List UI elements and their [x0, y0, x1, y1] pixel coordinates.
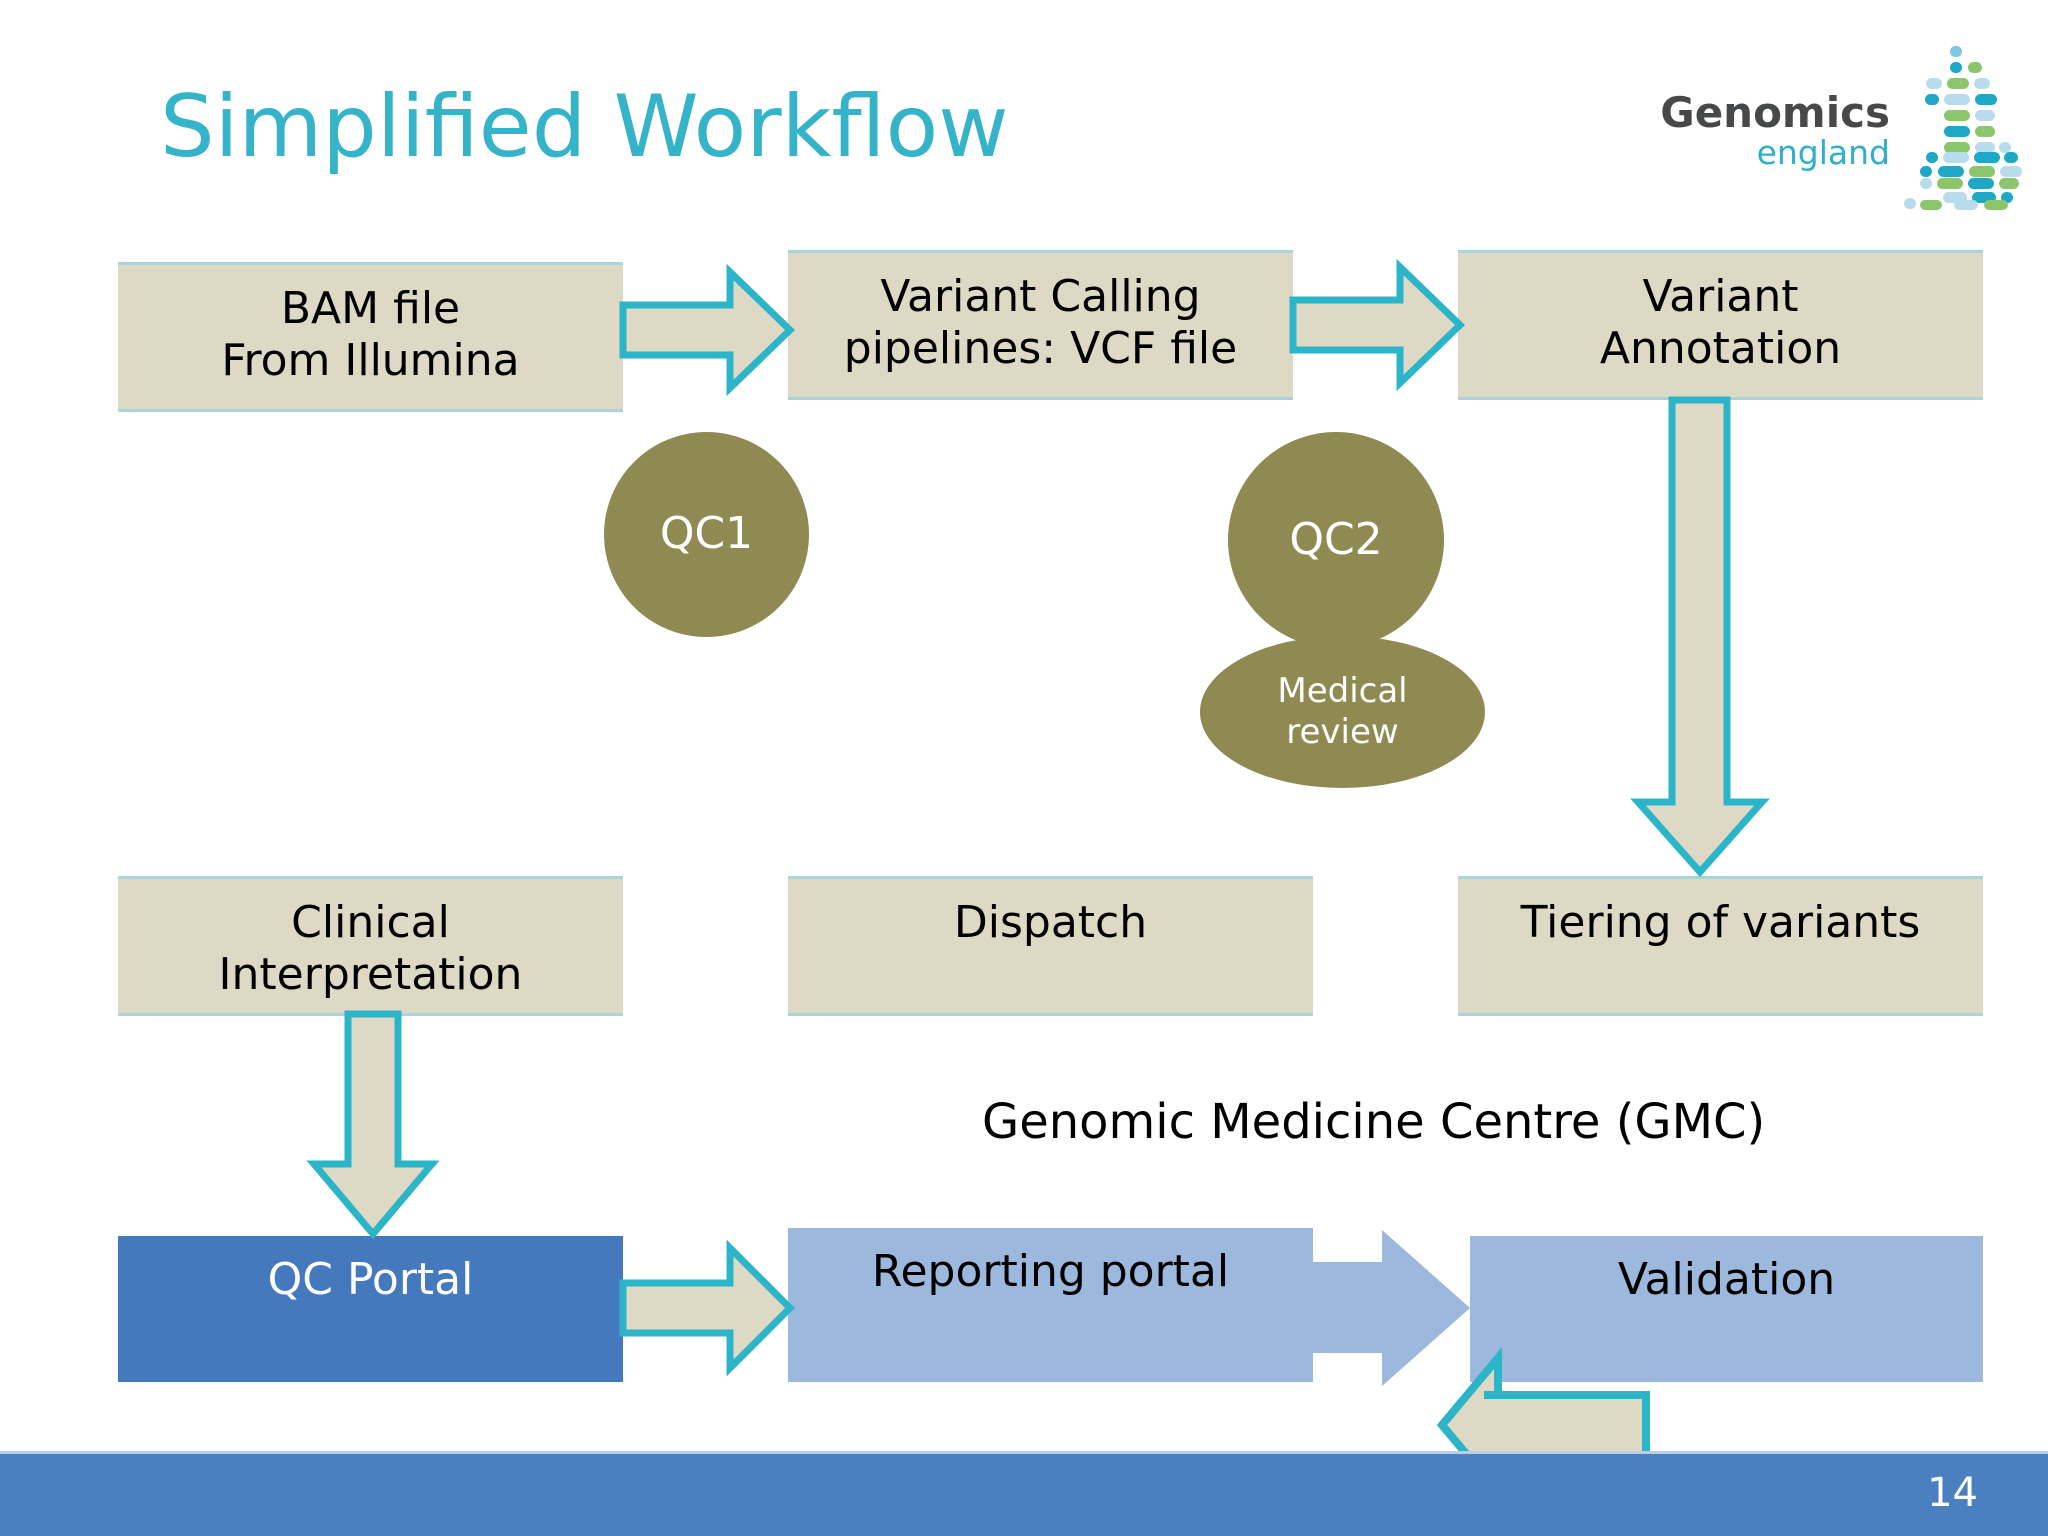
bottom-bar: 14	[0, 1454, 2048, 1536]
medical-review-line2: review	[1286, 712, 1399, 752]
flow-box-reporting-portal[interactable]: Reporting portal	[788, 1228, 1313, 1382]
flow-box-label-line1: Dispatch	[953, 897, 1148, 948]
flow-box-label-line1: Validation	[1617, 1254, 1836, 1305]
arrow-bam-to-variant-calling	[619, 263, 796, 397]
page-title: Simplified Workflow	[160, 77, 1009, 177]
flow-box-label-line2: Annotation	[1599, 322, 1842, 374]
flow-box-label-line1: Clinical	[291, 897, 450, 948]
arrow-variant-calling-to-annotation	[1289, 258, 1466, 392]
arrow-annotation-to-tiering	[1630, 396, 1770, 878]
logo-dna-map-icon	[1904, 46, 2022, 210]
flow-box-label-line2: Interpretation	[218, 948, 523, 1000]
qc1-label: QC1	[659, 508, 754, 560]
flow-box-bam-file[interactable]: BAM file From Illumina	[118, 262, 623, 412]
flow-box-label-line1: BAM file	[280, 283, 461, 334]
gmc-label: Genomic Medicine Centre (GMC)	[982, 1094, 1766, 1150]
flow-box-dispatch[interactable]: Dispatch	[788, 876, 1313, 1016]
genomics-england-logo: Genomics england	[1650, 40, 2030, 210]
qc2-label: QC2	[1289, 513, 1383, 565]
flow-box-label-line2: From Illumina	[221, 334, 520, 386]
qc1-node[interactable]: QC1	[604, 432, 809, 637]
medical-review-node[interactable]: Medical review	[1200, 636, 1485, 788]
flow-box-tiering-of-variants[interactable]: Tiering of variants	[1458, 876, 1983, 1016]
flow-box-variant-calling[interactable]: Variant Calling pipelines: VCF file	[788, 250, 1293, 400]
flow-box-label-line1: Reporting portal	[871, 1246, 1230, 1297]
flow-box-label-line1: Tiering of variants	[1520, 897, 1921, 948]
bottom-bar-accent-line	[0, 1451, 2048, 1454]
flow-box-validation[interactable]: Validation	[1470, 1236, 1983, 1382]
flow-box-label-line1: Variant	[1642, 271, 1799, 322]
flow-box-clinical-interpretation[interactable]: Clinical Interpretation	[118, 876, 623, 1016]
flow-box-label-line2: pipelines: VCF file	[843, 322, 1238, 374]
arrow-clinical-to-qc-portal	[306, 1010, 440, 1240]
flow-box-variant-annotation[interactable]: Variant Annotation	[1458, 250, 1983, 400]
qc2-node[interactable]: QC2	[1228, 432, 1444, 648]
arrow-qc-portal-to-reporting-portal	[619, 1239, 795, 1377]
flow-box-qc-portal[interactable]: QC Portal	[118, 1236, 623, 1382]
flow-box-label-line1: Variant Calling	[880, 271, 1201, 322]
logo-england-text: england	[1756, 133, 1890, 172]
medical-review-line1: Medical	[1277, 671, 1408, 712]
flow-box-label-line1: QC Portal	[267, 1254, 474, 1305]
medical-review-label: Medical review	[1277, 671, 1407, 753]
logo-wordmark: Genomics england	[1650, 92, 1890, 172]
page-number: 14	[1927, 1470, 1978, 1516]
logo-genomics-text: Genomics	[1660, 88, 1890, 137]
